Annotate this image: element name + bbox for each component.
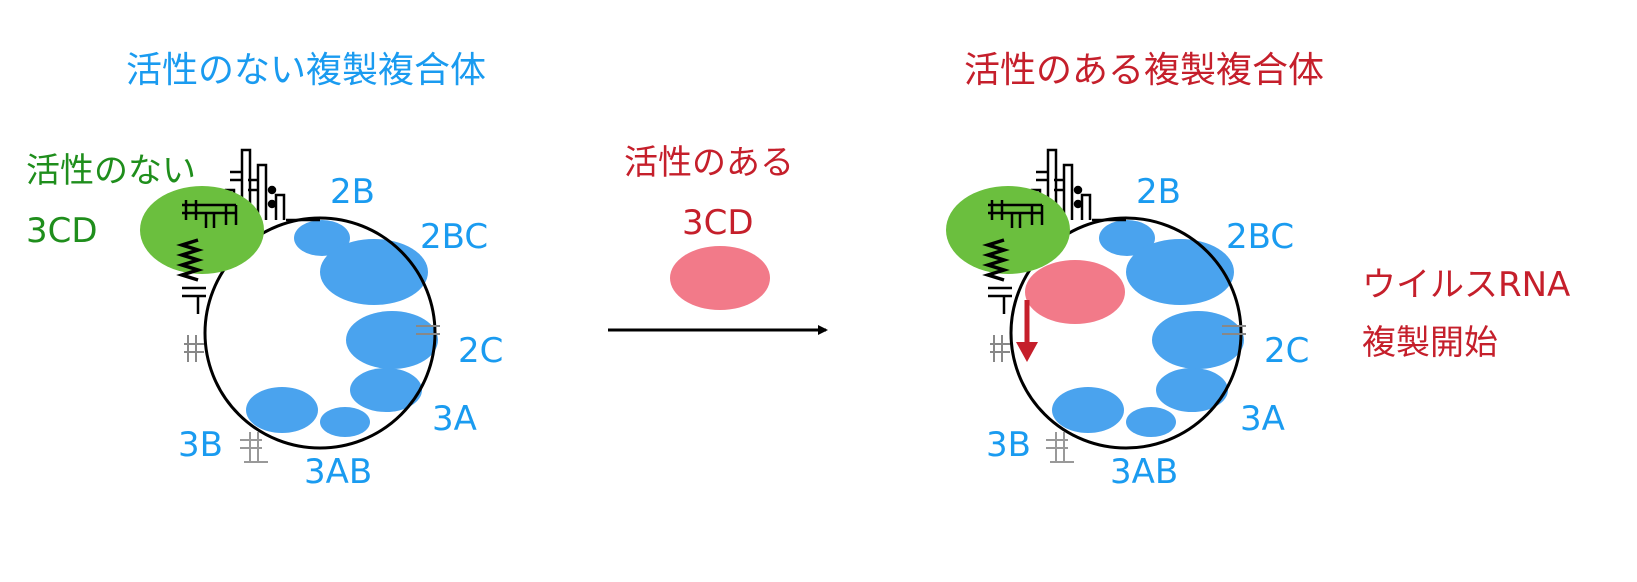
inactive-3cd-blob — [140, 186, 264, 274]
left-label-3ab: 3AB — [304, 452, 373, 492]
protein-2bc-blob — [1126, 239, 1234, 305]
right-label-2bc: 2BC — [1226, 217, 1295, 257]
active-3cd-label-line1: 活性のある — [624, 143, 794, 183]
rna-zigzag — [176, 238, 204, 282]
inactive-3cd-label-line2: 3CD — [26, 211, 98, 251]
left-label-2c: 2C — [458, 331, 504, 371]
protein-2bc-blob — [320, 239, 428, 305]
active-3cd-label-line2: 3CD — [682, 203, 754, 243]
rna-stub-grey-1 — [184, 335, 204, 362]
left-label-3a: 3A — [432, 399, 477, 439]
protein-3ab-blob — [1126, 407, 1176, 437]
right-label-3a: 3A — [1240, 399, 1285, 439]
rna-stub-dark — [988, 286, 1012, 314]
right-label-2c: 2C — [1264, 331, 1310, 371]
protein-2b-blob — [294, 220, 350, 256]
inactive-3cd-label-line1: 活性のない — [26, 151, 196, 191]
replication-start-line2: 複製開始 — [1362, 323, 1498, 363]
right-label-3b: 3B — [986, 425, 1031, 465]
rna-stub-grey-1 — [990, 335, 1010, 362]
protein-3ab-blob — [320, 407, 370, 437]
active-complex — [946, 148, 1246, 463]
rna-over-3cd — [182, 200, 238, 228]
inactive-complex-title: 活性のない複製複合体 — [126, 50, 487, 91]
right-label-3ab: 3AB — [1110, 452, 1179, 492]
protein-2c-blob — [346, 311, 438, 369]
inactive-3cd-blob — [946, 186, 1070, 274]
right-label-2b: 2B — [1136, 172, 1181, 212]
left-label-2bc: 2BC — [420, 217, 489, 257]
rna-stub-grey-2 — [1046, 432, 1074, 463]
replication-arrow — [1016, 300, 1038, 362]
inactive-complex — [140, 148, 440, 463]
rna-zigzag — [982, 238, 1010, 282]
protein-3b-blob — [246, 387, 318, 433]
left-label-3b: 3B — [178, 425, 223, 465]
protein-3a-blob — [350, 368, 422, 412]
rna-over-3cd — [988, 200, 1044, 228]
rna-stub-grey-2 — [240, 432, 268, 463]
active-3cd-blob-bound — [1025, 260, 1125, 324]
middle-transition — [608, 246, 828, 335]
replication-start-line1: ウイルスRNA — [1362, 265, 1571, 305]
left-label-2b: 2B — [330, 172, 375, 212]
rna-stub-grey-3 — [416, 325, 440, 335]
rna-stub-grey-3 — [1222, 325, 1246, 335]
rna-stub-dark — [182, 286, 206, 314]
protein-2c-blob — [1152, 311, 1244, 369]
protein-3b-blob — [1052, 387, 1124, 433]
active-complex-title: 活性のある複製複合体 — [964, 50, 1325, 91]
protein-3a-blob — [1156, 368, 1228, 412]
protein-2b-blob — [1099, 220, 1155, 256]
active-3cd-blob-free — [670, 246, 770, 310]
